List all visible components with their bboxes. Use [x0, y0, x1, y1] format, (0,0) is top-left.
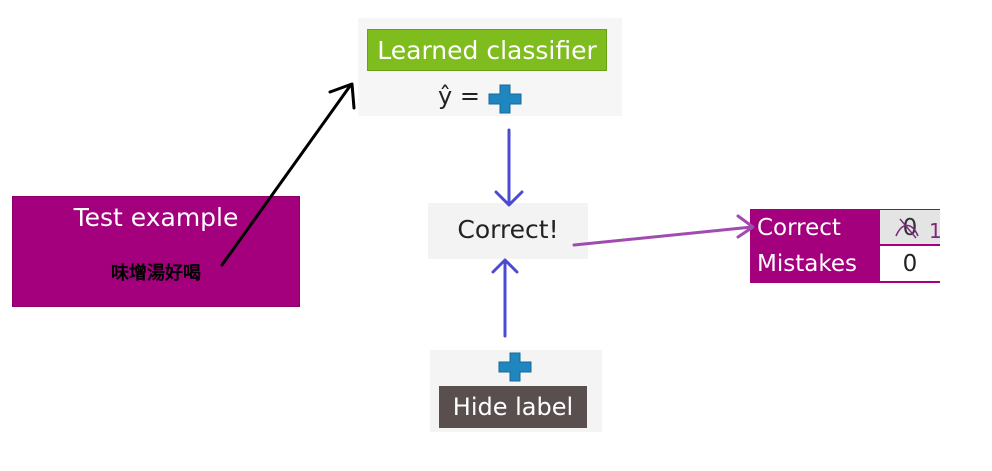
correct-count-label: Correct: [757, 215, 841, 241]
test-example-title: Test example: [73, 203, 239, 232]
arrowhead-icon: [736, 214, 755, 239]
arrowhead-icon: [494, 190, 524, 207]
test-example-text: 味增湯好喝: [111, 263, 201, 284]
arrowhead-icon: [491, 258, 519, 274]
arrow-test-to-classifier: [220, 84, 352, 267]
mistakes-count-cell: [880, 246, 940, 281]
arrowhead-icon: [328, 82, 356, 110]
result-panel: [428, 203, 588, 259]
hide-label-badge: Hide label: [439, 386, 587, 428]
classifier-title: Learned classifier: [367, 29, 607, 71]
correct-count-cell: [880, 210, 940, 244]
plus-icon: [498, 352, 532, 382]
classifier-formula: ŷ =: [438, 82, 480, 110]
handwritten-correct-value: 1: [929, 219, 942, 243]
strike-through-mark: [895, 224, 919, 237]
result-text: Correct!: [457, 215, 559, 244]
mistakes-count-label: Mistakes: [757, 251, 857, 277]
mistakes-count-value: 0: [902, 251, 918, 277]
plus-icon: [488, 84, 522, 114]
arrow-result-to-counter: [572, 225, 754, 247]
test-example-box: [12, 196, 300, 307]
strike-through-line: [899, 218, 917, 239]
